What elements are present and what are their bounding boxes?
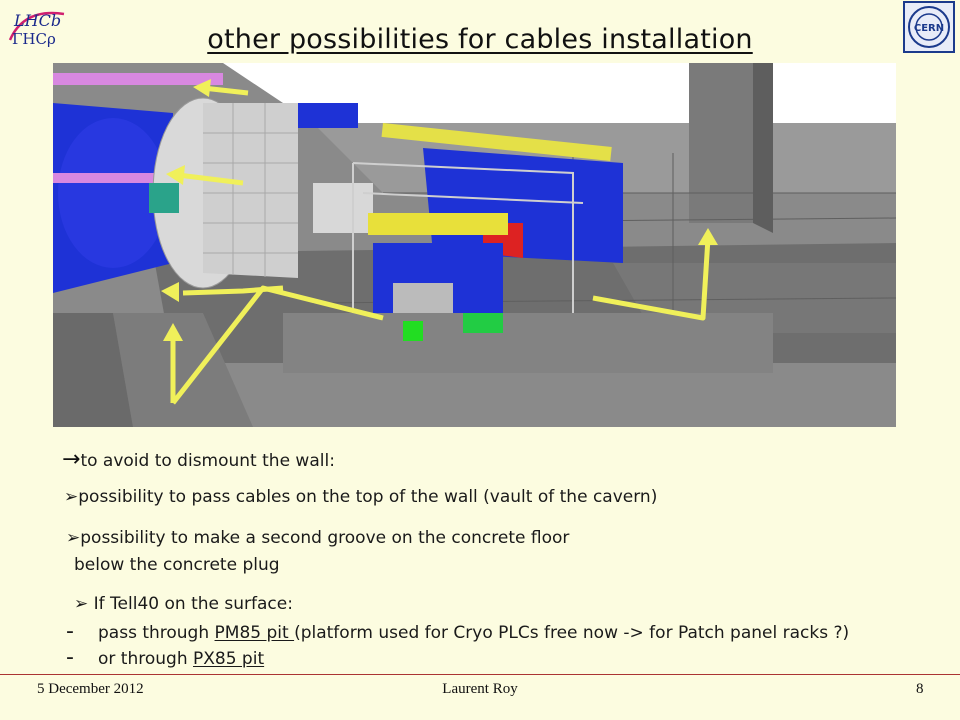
- bullet-second-groove-line2: below the concrete plug: [74, 555, 280, 575]
- arrowhead-bullet-icon: ➢: [64, 487, 79, 507]
- footer-date: 5 December 2012: [37, 681, 144, 697]
- bullet-avoid-dismount: →to avoid to dismount the wall:: [62, 447, 335, 472]
- bullet-avoid-dismount-text: to avoid to dismount the wall:: [80, 451, 335, 471]
- pm85-pit-link[interactable]: PM85 pit: [214, 623, 295, 643]
- bullet-tell40-surface-text: If Tell40 on the surface:: [88, 594, 293, 614]
- cavern-3d-rendering: [53, 63, 896, 427]
- bullet-tell40-surface: ➢ If Tell40 on the surface:: [74, 594, 293, 614]
- cern-logo-text: CERN: [914, 23, 944, 34]
- sub-bullet-px85: - or through PX85 pit: [66, 645, 264, 670]
- sub-bullet-pm85-pre: pass through: [98, 623, 215, 643]
- lhcb-logo-text: LHCb: [13, 11, 61, 30]
- footer-divider: [0, 674, 960, 675]
- bullet-second-groove: ➢possibility to make a second groove on …: [66, 528, 569, 548]
- bullet-top-of-wall-text: possibility to pass cables on the top of…: [78, 487, 658, 507]
- sub-bullet-pm85-post: (platform used for Cryo PLCs free now ->…: [294, 623, 850, 643]
- bullet-top-of-wall: ➢possibility to pass cables on the top o…: [64, 487, 657, 507]
- arrow-icon: →: [62, 447, 81, 472]
- sub-bullet-px85-pre: or through: [98, 649, 193, 669]
- px85-pit-link[interactable]: PX85 pit: [193, 649, 265, 669]
- dash-marker: -: [66, 645, 74, 670]
- footer-page-number: 8: [916, 681, 924, 697]
- sub-bullet-pm85: - pass through PM85 pit (platform used fo…: [66, 619, 849, 644]
- bullet-second-groove-text: possibility to make a second groove on t…: [80, 528, 570, 548]
- cern-logo: CERN: [903, 1, 955, 53]
- lhcb-logo: LHCb ΓHCρ: [4, 4, 72, 48]
- svg-text:ΓHCρ: ΓHCρ: [12, 30, 56, 48]
- footer-author: Laurent Roy: [442, 681, 518, 697]
- dash-marker: -: [66, 619, 74, 644]
- arrowhead-bullet-icon: ➢: [66, 528, 81, 548]
- arrowhead-bullet-icon: ➢: [74, 594, 89, 614]
- slide-title: other possibilities for cables installat…: [207, 24, 753, 55]
